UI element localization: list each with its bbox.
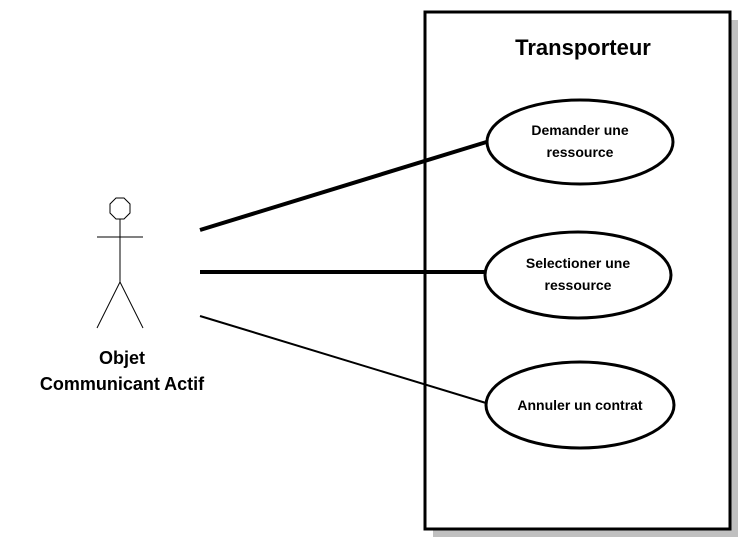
use-case-label-line2: ressource (547, 144, 614, 160)
actor-left-leg (96, 281, 121, 329)
use-case-ellipse (485, 98, 675, 186)
system-title: Transporteur (515, 35, 651, 60)
use-case-label-line2: ressource (545, 277, 612, 293)
actor-stick-figure-icon[interactable] (96, 197, 144, 329)
use-case-demander-une-ressource[interactable]: Demander une ressource (485, 98, 675, 186)
association-line-annuler (199, 315, 487, 404)
use-case-ellipse (484, 360, 676, 450)
use-case-ellipse (483, 230, 673, 320)
actor-right-leg (119, 281, 144, 329)
use-case-label-line1: Annuler un contrat (517, 397, 643, 413)
actor-name-line1: Objet (99, 348, 145, 368)
association-line-demander (199, 138, 494, 232)
use-case-annuler-un-contrat[interactable]: Annuler un contrat (484, 360, 676, 450)
use-case-selectioner-une-ressource[interactable]: Selectioner une ressource (483, 230, 673, 320)
use-case-label-line1: Demander une (531, 122, 628, 138)
actor-name-line2: Communicant Actif (40, 374, 205, 394)
actor-head (109, 197, 131, 220)
use-case-label-line1: Selectioner une (526, 255, 630, 271)
